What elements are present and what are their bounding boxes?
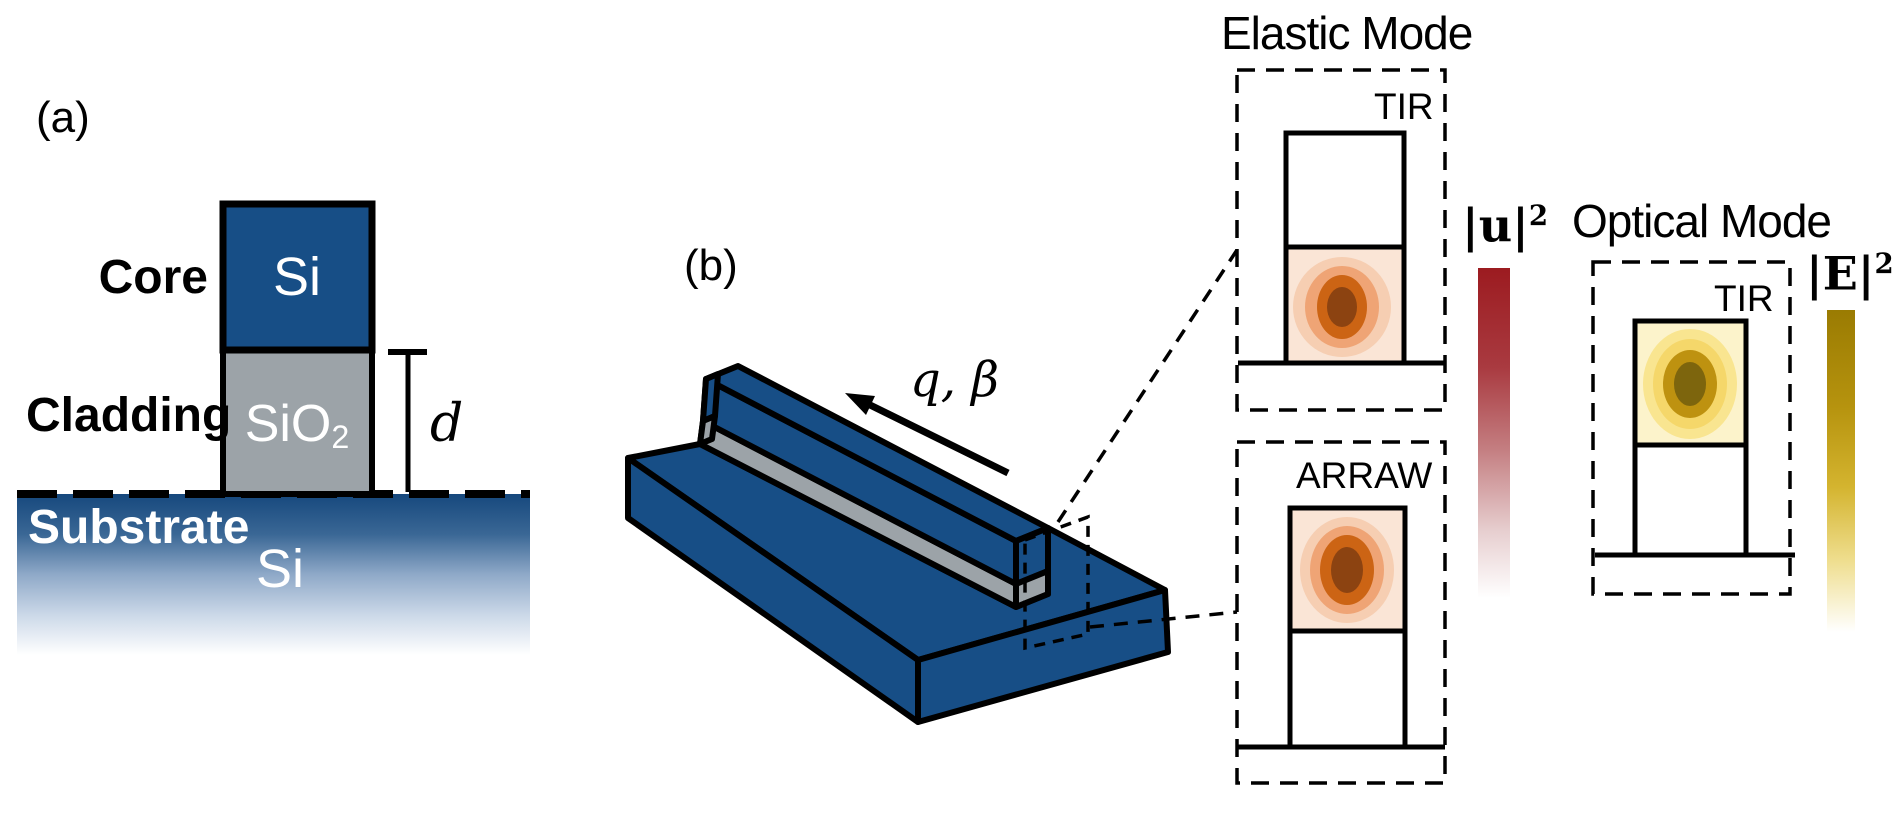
cladding-rect — [220, 347, 375, 497]
elastic-tir-dashed-box — [1235, 68, 1447, 412]
ridge-cladding-end-face — [1013, 568, 1051, 610]
cutaway-dashed-box — [1023, 514, 1090, 651]
optical-dashed-box — [1591, 260, 1792, 596]
elastic-tir-core-box — [1283, 130, 1407, 250]
cladding-label: Cladding — [26, 389, 232, 442]
optical-tir-label: TIR — [1714, 278, 1774, 319]
u2-colorbar — [1478, 268, 1510, 598]
cutaway-callout — [1023, 249, 1239, 651]
core-rect — [219, 200, 376, 354]
ridge-cladding-left-cap — [697, 413, 718, 447]
elastic-tir-label: TIR — [1374, 86, 1434, 127]
core-material-label: Si — [272, 247, 321, 307]
arrow-shaft — [864, 399, 1010, 477]
slab-front-right-face — [915, 587, 1171, 725]
arraw-mode-field — [1300, 517, 1394, 623]
connector-to-elastic-tir — [1056, 249, 1239, 523]
elastic-tir-mode-field — [1293, 257, 1391, 357]
connector-to-arraw — [1089, 610, 1238, 629]
core-label: Core — [98, 251, 208, 304]
panel-a-tag: (a) — [36, 93, 90, 142]
elastic-arraw-panel — [1235, 440, 1447, 785]
panel-a-cross-section — [17, 200, 530, 655]
panel-b-tag: (b) — [684, 241, 738, 290]
elastic-tir-panel — [1235, 68, 1447, 412]
e2-colorbar — [1827, 310, 1855, 632]
arraw-label: ARRAW — [1296, 455, 1433, 496]
thickness-symbol: d — [430, 394, 464, 454]
panel-b-waveguide-3d — [625, 363, 1171, 725]
u2-colorbar-label: |u|2 — [1462, 198, 1549, 253]
propagation-arrow — [845, 393, 1010, 477]
substrate-region — [17, 494, 530, 655]
arraw-dashed-box — [1235, 440, 1447, 785]
optical-tir-panel — [1591, 260, 1795, 596]
optical-mode-title: Optical Mode — [1572, 195, 1832, 247]
optical-cladding-box — [1632, 442, 1749, 558]
substrate-material-label: Si — [255, 539, 304, 599]
e2-colorbar-label: |E|2 — [1806, 246, 1894, 301]
substrate-label: Substrate — [28, 501, 250, 554]
arraw-cladding-box — [1287, 628, 1408, 750]
arrow-head — [845, 393, 875, 415]
elastic-mode-title: Elastic Mode — [1221, 7, 1473, 59]
cladding-material-label: SiO2 — [244, 395, 350, 456]
propagation-label: q, β — [910, 352, 999, 408]
optical-mode-field — [1643, 329, 1737, 439]
